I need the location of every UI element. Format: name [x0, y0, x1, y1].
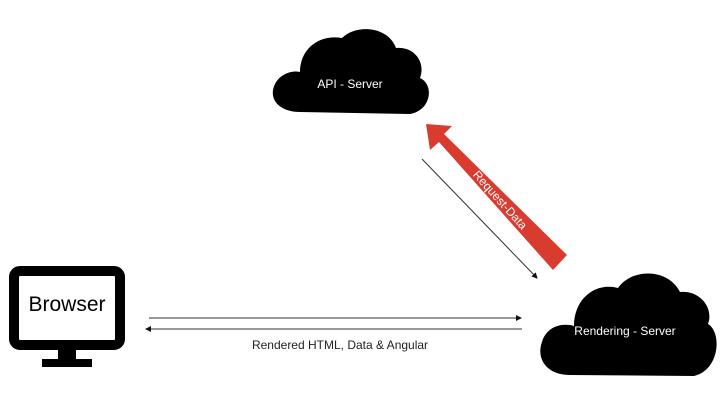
cloud-icon: [540, 273, 717, 376]
rendering-server-node: Rendering - Server: [540, 273, 717, 376]
request-data-arrow: Request-Data: [426, 124, 567, 270]
rendered-response-label: Rendered HTML, Data & Angular: [252, 338, 428, 352]
api-server-label: API - Server: [317, 77, 382, 91]
browser-node: Browser: [9, 266, 125, 367]
rendering-server-label: Rendering - Server: [574, 324, 675, 338]
browser-label: Browser: [28, 293, 105, 316]
api-server-node: API - Server: [272, 29, 429, 115]
monitor-icon: [9, 266, 125, 367]
cloud-icon: [272, 29, 429, 115]
request-data-label: Request-Data: [470, 168, 530, 233]
api-response-arrow: [421, 158, 538, 279]
